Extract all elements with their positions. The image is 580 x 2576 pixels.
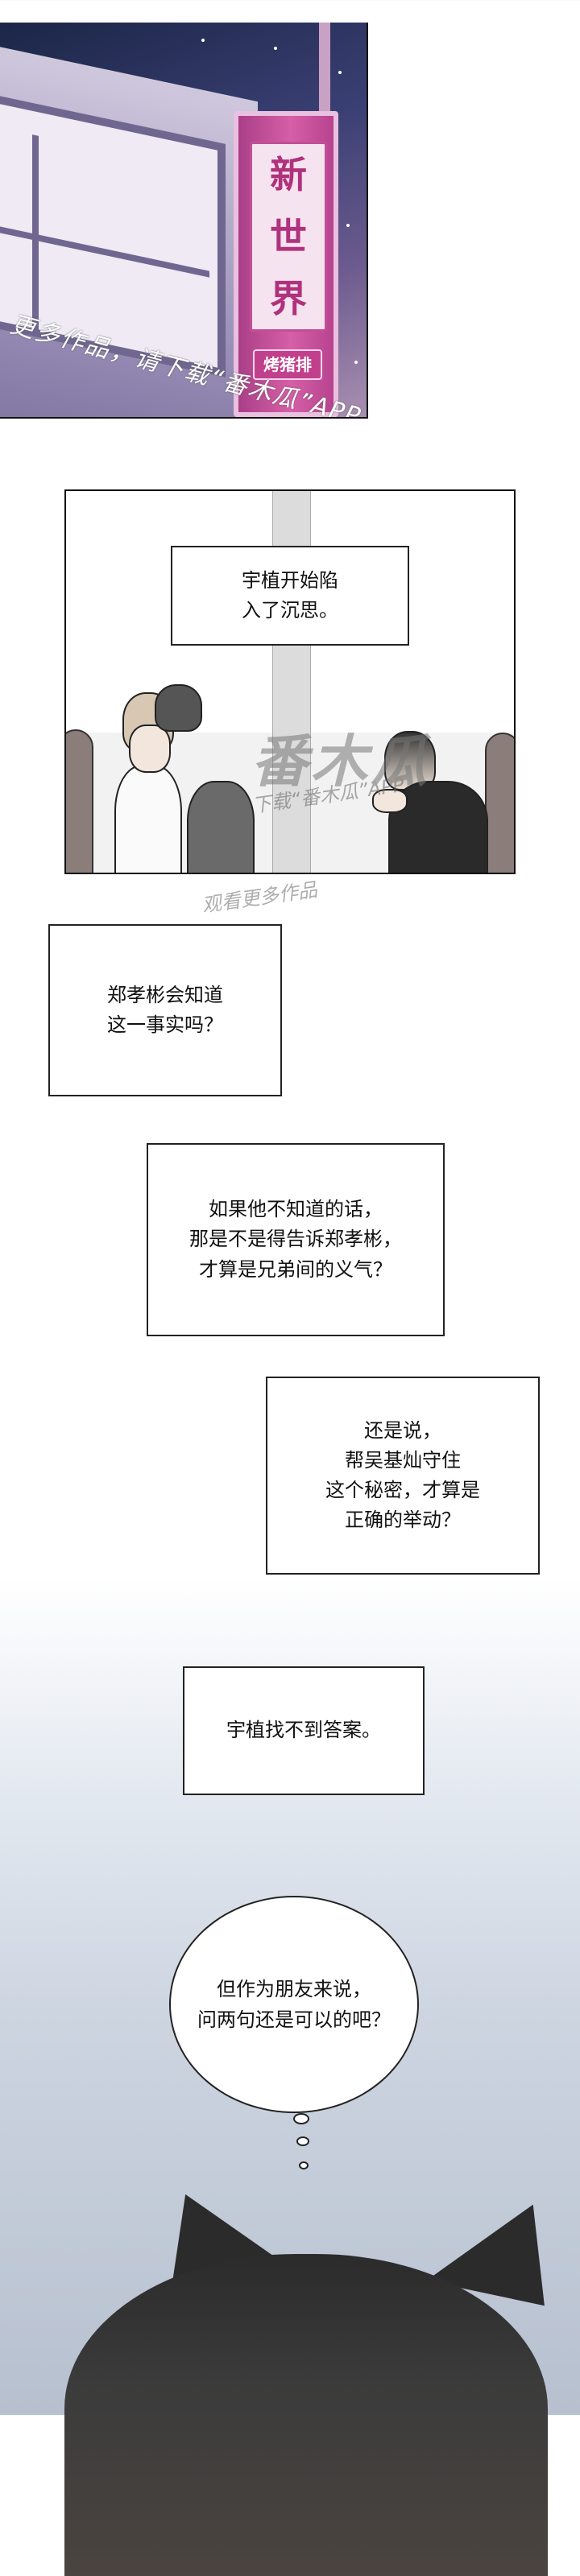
sign-char: 新	[270, 153, 307, 197]
character-head-silhouette	[64, 2254, 548, 2576]
bubble-tail-dot	[296, 2136, 309, 2146]
character-back-hair	[155, 684, 202, 732]
caption-box: 如果他不知道的话， 那是不是得告诉郑孝彬， 才算是兄弟间的义气？	[147, 1143, 445, 1336]
sign-char: 世	[270, 214, 307, 258]
watermark-line: 观看更多作品	[201, 878, 319, 917]
bubble-tail-dot	[293, 2113, 309, 2124]
star	[354, 361, 358, 364]
booth-left	[66, 729, 93, 873]
neon-sign: 新 世 界 烤猪排	[234, 111, 338, 417]
bubble-tail-dot	[299, 2161, 309, 2169]
restaurant-panel: 宇植开始陷 入了沉思。 番木瓜 下载“番木瓜”APP	[64, 489, 516, 874]
night-sign-panel: 新 世 界 烤猪排 更多作品，请下载“番木瓜”APP。	[0, 23, 368, 419]
sign-char: 界	[270, 276, 307, 320]
star	[274, 47, 277, 50]
caption-box: 宇植找不到答案。	[183, 1666, 425, 1795]
character-left-face	[129, 724, 171, 773]
character-right-hand	[372, 789, 408, 813]
star	[338, 71, 342, 74]
star	[201, 39, 205, 42]
caption-box: 还是说， 帮吴基灿守住 这个秘密，才算是 正确的举动？	[266, 1377, 540, 1575]
character-right-hair	[384, 731, 436, 791]
sign-title-panel: 新 世 界	[250, 142, 327, 332]
character-left-body	[114, 765, 182, 873]
sign-post	[319, 23, 330, 119]
character-back-body	[187, 781, 255, 873]
caption-box: 郑孝彬会知道 这一事实吗？	[48, 924, 282, 1096]
watermark-brand: 番木瓜	[251, 729, 430, 795]
thought-bubble: 但作为朋友来说， 问两句还是可以的吧？	[169, 1896, 419, 2113]
caption-box: 宇植开始陷 入了沉思。	[171, 546, 409, 646]
watermark-logo: 番木瓜 下载“番木瓜”APP	[203, 684, 461, 829]
sign-subtitle: 烤猪排	[253, 349, 322, 380]
star	[346, 224, 350, 227]
booth-right	[485, 733, 514, 873]
